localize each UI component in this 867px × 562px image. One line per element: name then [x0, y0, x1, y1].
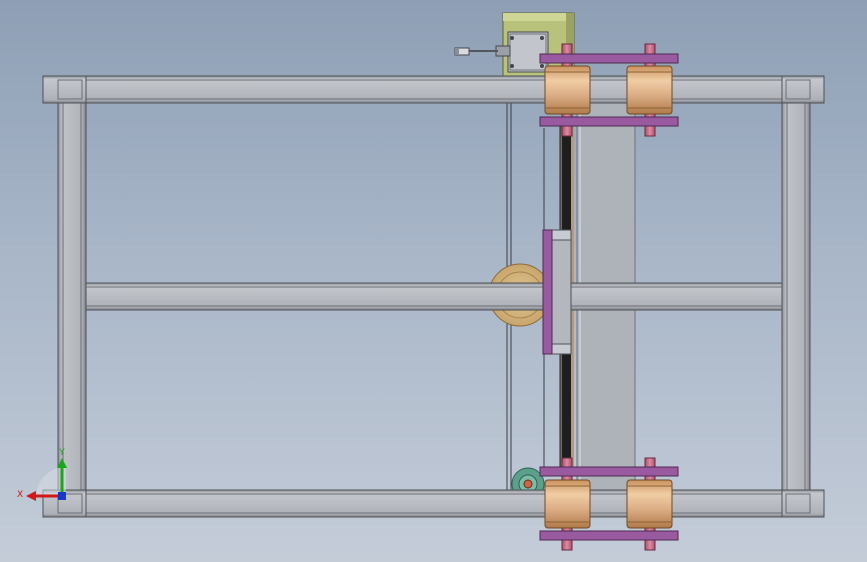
frame-beam-middle-front	[488, 282, 552, 311]
roller-top-left	[544, 65, 591, 115]
frame-beam-bottom	[42, 489, 825, 518]
y-axis-label: Y	[58, 448, 65, 458]
frame-beam-top	[42, 75, 825, 104]
x-axis-label: X	[17, 490, 23, 500]
frame-beam-bottom-front	[508, 489, 548, 518]
frame-beam-middle	[85, 282, 783, 311]
frame-post-right	[781, 99, 811, 493]
motor-shaft	[454, 47, 498, 56]
coordinate-triad[interactable]: Y X	[17, 448, 67, 501]
roller-top-right	[626, 65, 673, 115]
sliding-carriage	[542, 229, 572, 355]
roller-bottom-left	[544, 479, 591, 529]
roller-bottom-right	[626, 479, 673, 529]
z-axis-marker	[58, 492, 66, 500]
frame-post-left	[57, 99, 87, 493]
roller-assembly-top	[539, 43, 679, 137]
roller-assembly-bottom	[539, 457, 679, 551]
